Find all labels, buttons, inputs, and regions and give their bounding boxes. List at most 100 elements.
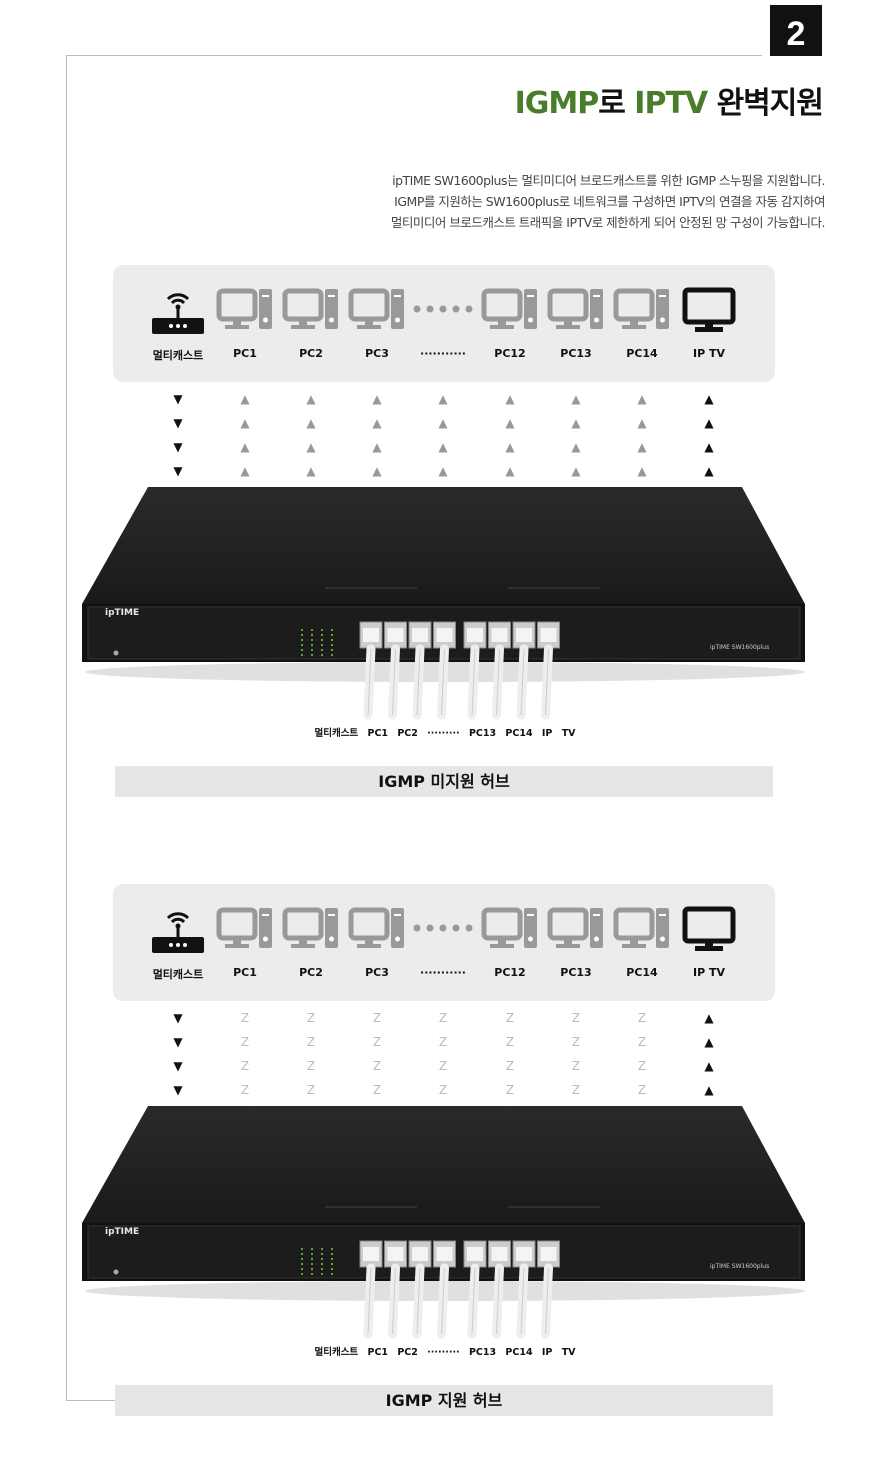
device-label: PC2: [299, 966, 323, 979]
pc-icon: [536, 287, 616, 335]
traffic-arrow: ▲: [571, 416, 581, 430]
traffic-arrow: ▲: [372, 392, 382, 406]
traffic-arrow: Z: [438, 1083, 448, 1097]
device-label: 멀티캐스트: [152, 968, 204, 981]
pc-icon: [602, 906, 682, 954]
traffic-arrow: Z: [372, 1059, 382, 1073]
traffic-arrow: Z: [505, 1035, 515, 1049]
device-label: IP TV: [692, 347, 725, 360]
traffic-arrow: ▲: [704, 1083, 714, 1097]
description-line: 멀티미디어 브로드캐스트 트래픽을 IPTV로 제한하게 되어 안정된 망 구성…: [390, 215, 826, 230]
traffic-arrow: Z: [438, 1011, 448, 1025]
frame-line: [66, 55, 762, 56]
traffic-arrow: ▲: [571, 464, 581, 478]
traffic-arrow: Z: [505, 1059, 515, 1073]
section-number-badge: 2: [770, 5, 822, 56]
traffic-arrow: ▲: [637, 464, 647, 478]
device-label: PC13: [560, 347, 592, 360]
pc-icon: [602, 287, 682, 335]
svg-text:ipTIME: ipTIME: [105, 608, 139, 618]
device-label: PC14: [626, 347, 658, 360]
device-label: 멀티캐스트: [152, 349, 204, 362]
pc-icon: [271, 906, 351, 954]
traffic-arrow: Z: [637, 1035, 647, 1049]
traffic-arrow: ▲: [704, 392, 714, 406]
description: ipTIME SW1600plus는 멀티미디어 브로드캐스트를 위한 IGMP…: [390, 170, 826, 233]
traffic-arrow: ▲: [571, 440, 581, 454]
traffic-arrow: ▲: [240, 440, 250, 454]
pc-icon: [470, 906, 550, 954]
title-text: 완벽지원: [707, 86, 824, 121]
traffic-arrow: Z: [372, 1035, 382, 1049]
traffic-arrow: Z: [571, 1011, 581, 1025]
pc-icon: [536, 906, 616, 954]
traffic-arrow: Z: [571, 1083, 581, 1097]
frame-line: [66, 55, 67, 1400]
traffic-arrow: ▼: [173, 1035, 183, 1049]
traffic-arrow: ▲: [306, 392, 316, 406]
traffic-arrow: Z: [571, 1035, 581, 1049]
pc-icon: [337, 906, 417, 954]
traffic-arrow: Z: [306, 1083, 316, 1097]
traffic-arrow: ▲: [704, 1011, 714, 1025]
traffic-arrow: Z: [306, 1059, 316, 1073]
device-label: PC13: [560, 966, 592, 979]
traffic-arrow: ▲: [637, 392, 647, 406]
diagram-caption: IGMP 지원 허브: [115, 1385, 773, 1416]
traffic-arrow: Z: [505, 1011, 515, 1025]
traffic-arrow: ▲: [505, 392, 515, 406]
title-text: 로: [598, 86, 635, 121]
device-label: PC14: [626, 966, 658, 979]
traffic-arrow: ▲: [240, 464, 250, 478]
traffic-arrow: Z: [240, 1059, 250, 1073]
traffic-arrow: ▲: [372, 416, 382, 430]
traffic-arrow: ▼: [173, 464, 183, 478]
traffic-arrow: Z: [240, 1011, 250, 1025]
igmp-unsupported-diagram: 멀티캐스트▼▼▼▼PC1▲▲▲▲PC2▲▲▲▲PC3▲▲▲▲··········…: [0, 265, 890, 805]
traffic-arrow: ▲: [306, 440, 316, 454]
port-labels: 멀티캐스트 PC1 PC2 ········· PC13 PC14 IP TV: [314, 728, 576, 739]
tv-icon: [669, 906, 749, 956]
device-label: PC3: [365, 347, 389, 360]
svg-text:ipTIME: ipTIME: [105, 1227, 139, 1237]
traffic-arrow: ▲: [306, 416, 316, 430]
traffic-arrow: ▲: [372, 440, 382, 454]
device-label: PC3: [365, 966, 389, 979]
diagram-caption: IGMP 미지원 허브: [115, 766, 773, 797]
traffic-arrow: Z: [306, 1035, 316, 1049]
traffic-arrow: Z: [571, 1059, 581, 1073]
traffic-arrow: ▲: [505, 416, 515, 430]
traffic-arrow: ▼: [173, 1083, 183, 1097]
svg-text:ipTIME SW1600plus: ipTIME SW1600plus: [710, 644, 769, 651]
traffic-arrow: ▼: [173, 416, 183, 430]
traffic-arrow: ▼: [173, 392, 183, 406]
device-label: ···········: [420, 347, 466, 360]
traffic-arrow: ▲: [240, 416, 250, 430]
traffic-arrow: ▲: [240, 392, 250, 406]
traffic-arrow: Z: [372, 1083, 382, 1097]
traffic-arrow: Z: [438, 1059, 448, 1073]
traffic-arrow: Z: [372, 1011, 382, 1025]
traffic-arrow: Z: [240, 1083, 250, 1097]
pc-icon: [205, 287, 285, 335]
port-labels: 멀티캐스트 PC1 PC2 ········· PC13 PC14 IP TV: [314, 1347, 576, 1358]
device-label: PC12: [494, 966, 526, 979]
traffic-arrow: Z: [637, 1083, 647, 1097]
description-line: ipTIME SW1600plus는 멀티미디어 브로드캐스트를 위한 IGMP…: [392, 173, 825, 188]
traffic-arrow: Z: [637, 1059, 647, 1073]
traffic-arrow: ▲: [704, 1035, 714, 1049]
traffic-arrow: ▲: [438, 392, 448, 406]
traffic-arrow: ▲: [704, 416, 714, 430]
traffic-arrow: ▲: [704, 1059, 714, 1073]
traffic-arrow: Z: [240, 1035, 250, 1049]
traffic-arrow: ▲: [637, 440, 647, 454]
traffic-arrow: ▲: [306, 464, 316, 478]
traffic-arrow: ▲: [372, 464, 382, 478]
traffic-arrow: ▲: [704, 440, 714, 454]
device-label: PC1: [233, 347, 257, 360]
dots-icon: [403, 287, 483, 335]
traffic-arrow: ▲: [637, 416, 647, 430]
traffic-arrow: ▲: [438, 440, 448, 454]
title-igmp: IGMP: [514, 86, 600, 121]
